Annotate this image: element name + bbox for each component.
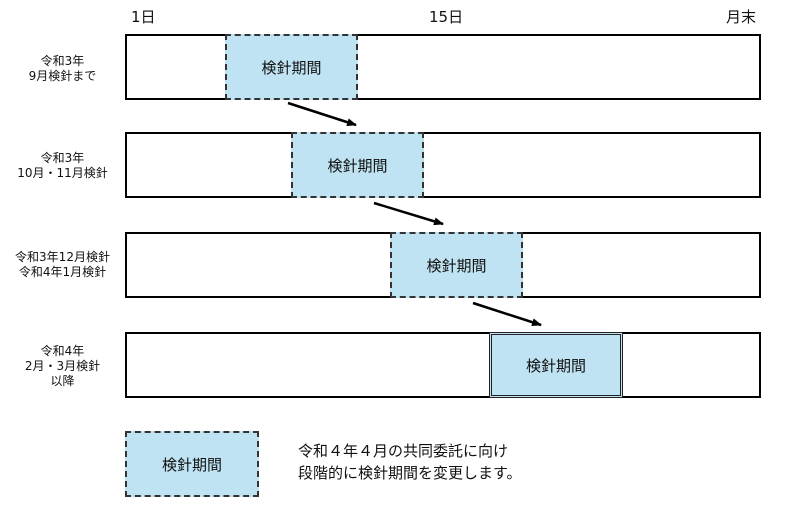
- row-label-2-line-1: 令和3年: [40, 151, 85, 165]
- row-label-1-line-1: 令和3年: [40, 54, 85, 68]
- transition-arrow-3: [472, 301, 542, 327]
- legend-note-line-1: 令和４年４月の共同委託に向け: [298, 442, 509, 460]
- row-label-3-line-2: 令和4年1月検針: [18, 265, 107, 279]
- row-label-2: 令和3年 10月・11月検針: [0, 133, 125, 199]
- legend-note-line-2: 段階的に検針期間を変更します。: [298, 464, 522, 482]
- transition-arrow-2: [373, 201, 444, 226]
- row-label-4-line-2: 2月・3月検針: [24, 358, 101, 373]
- month-bar-4: [125, 332, 761, 398]
- legend-note: 令和４年４月の共同委託に向け 段階的に検針期間を変更します。: [298, 440, 522, 484]
- transition-arrow-1: [287, 101, 357, 127]
- legend-period-swatch: 検針期間: [125, 431, 259, 497]
- month-bar-2: [125, 132, 761, 198]
- reading-period-4: 検針期間: [489, 332, 623, 398]
- row-label-4-line-1: 令和4年: [40, 343, 85, 358]
- row-label-3-line-1: 令和3年12月検針: [15, 250, 110, 264]
- axis-label-day-1: 1日: [131, 8, 156, 26]
- row-label-3: 令和3年12月検針 令和4年1月検針: [0, 232, 125, 298]
- row-label-1-line-2: 9月検針まで: [28, 69, 97, 83]
- row-label-1: 令和3年 9月検針まで: [0, 36, 125, 102]
- row-label-2-line-2: 10月・11月検針: [17, 166, 108, 180]
- reading-period-2: 検針期間: [291, 132, 424, 198]
- row-label-4: 令和4年 2月・3月検針 以降: [0, 333, 125, 399]
- axis-label-month-end: 月末: [726, 8, 757, 26]
- row-label-4-line-3: 以降: [50, 373, 75, 388]
- axis-label-day-15: 15日: [429, 8, 464, 26]
- reading-period-3: 検針期間: [390, 232, 523, 298]
- reading-period-1: 検針期間: [225, 34, 358, 100]
